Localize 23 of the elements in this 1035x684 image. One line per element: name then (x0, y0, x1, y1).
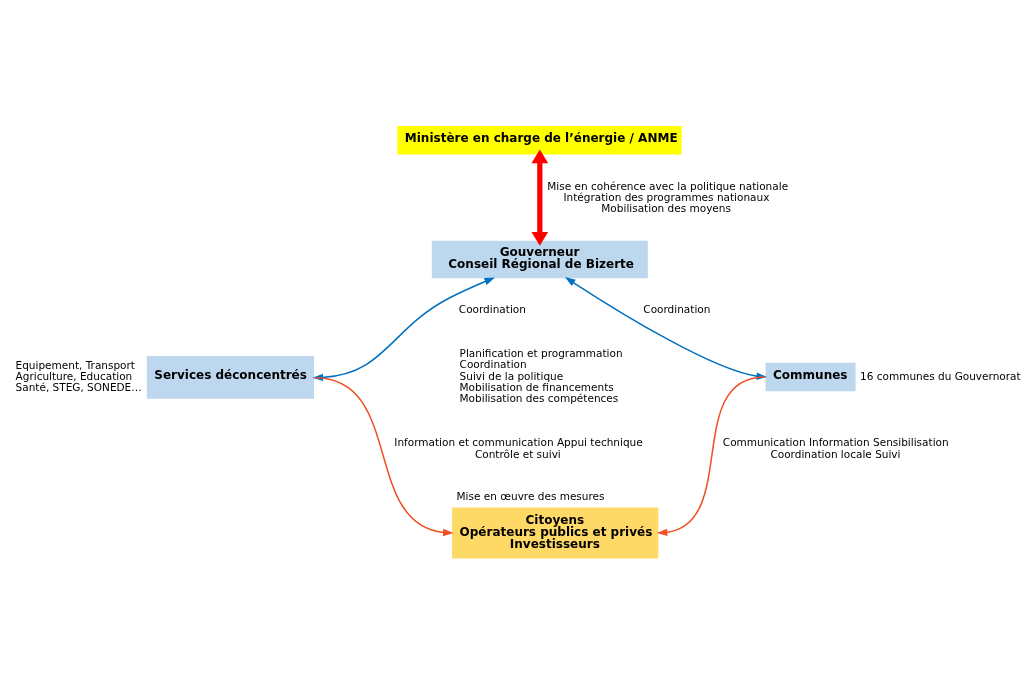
edge-label: Communication Information Sensibilisation Coordination locale Suivi (722, 436, 949, 460)
node-label: Coordination (459, 358, 527, 371)
node-label: Mobilisation des compétences (459, 392, 619, 405)
node-label: Planification et programmation (459, 347, 623, 360)
node-label: Mobilisation de financements (459, 380, 614, 393)
node-box: Ministère en charge de l’énergie / ANME (397, 126, 682, 155)
node-label: Mise en œuvre des mesures (456, 490, 605, 503)
node-label: Agriculture, Education (15, 370, 133, 383)
node-box: Citoyens Opérateurs publics et privés Investisseurs (452, 507, 659, 559)
node-box: Communes (765, 362, 856, 392)
arrow (531, 149, 549, 246)
node-label: 16 communes du Gouvernorat (860, 369, 1021, 382)
edge-label: Coordination (458, 303, 526, 316)
node-box: Services déconcentrés (146, 355, 315, 399)
arrow (656, 376, 766, 537)
edge-label: Coordination (643, 303, 711, 316)
edge-label: Mise en cohérence avec la politique nationale Intégration des programmes nationaux Mobilisation des moyens (547, 179, 789, 215)
node-label: Santé, STEG, SONEDE… (15, 381, 142, 394)
node-box: Gouverneur Conseil Régional de Bizerte (431, 240, 648, 279)
arrow (314, 376, 454, 537)
node-label: Equipement, Transport (15, 358, 135, 371)
node-label: Suivi de la politique (459, 369, 564, 382)
edge-label: Information et communication Appui technique Contrôle et suivi (394, 436, 643, 460)
